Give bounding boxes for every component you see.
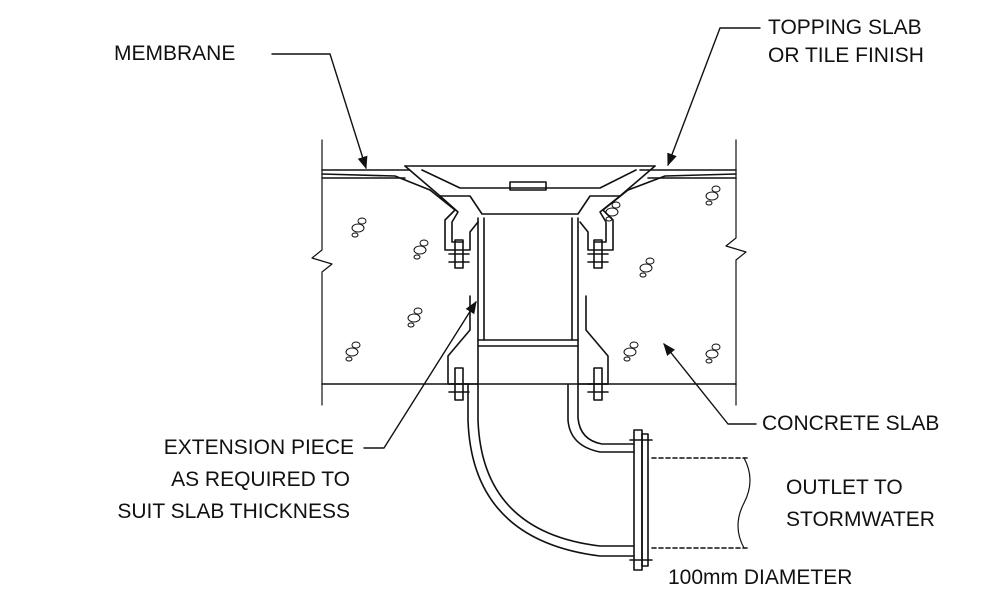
diameter-label: 100mm DIAMETER <box>668 566 853 589</box>
topping-label-line1: TOPPING SLAB <box>768 16 922 39</box>
extension-label-line3: SUIT SLAB THICKNESS <box>117 500 350 523</box>
drain-body <box>404 165 656 269</box>
membrane-layer <box>321 173 737 191</box>
leader-lines <box>271 27 761 449</box>
concrete-leader <box>663 343 757 425</box>
concrete-slab-label: CONCRETE SLAB <box>762 412 940 435</box>
outlet-label-line1: OUTLET TO <box>786 476 903 499</box>
concrete-slab <box>311 139 747 406</box>
topping-label-line2: OR TILE FINISH <box>768 44 924 67</box>
topping-leader <box>667 27 761 167</box>
extension-leader <box>363 300 477 449</box>
extension-piece <box>447 217 609 401</box>
membrane-label: MEMBRANE <box>114 42 236 65</box>
membrane-leader <box>271 53 368 170</box>
outlet-pipe <box>651 457 751 549</box>
extension-label-line1: EXTENSION PIECE <box>163 436 354 459</box>
outlet-bend <box>467 383 653 571</box>
extension-label-line2: AS REQUIRED TO <box>171 468 350 491</box>
outlet-label-line2: STORMWATER <box>786 508 935 531</box>
aggregate-pattern <box>345 185 721 364</box>
